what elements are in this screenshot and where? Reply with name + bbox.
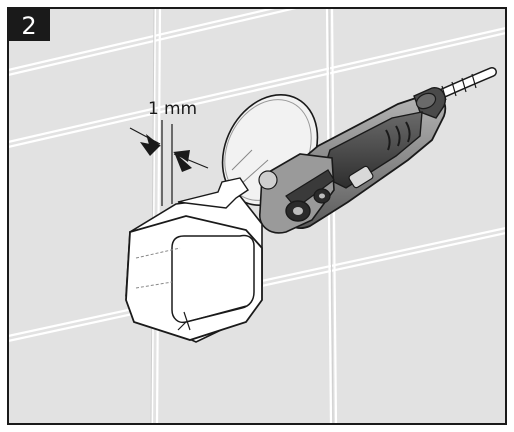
- dimension-indicator: 1 mm: [129, 99, 209, 206]
- tile-wall: [8, 8, 506, 424]
- step-number: 2: [21, 12, 36, 40]
- socket-box: [125, 177, 263, 343]
- step-badge: 2: [8, 8, 50, 41]
- dimension-value: 1: [148, 99, 159, 119]
- socket-inner: [171, 234, 255, 324]
- tile-hairlines: [150, 8, 334, 424]
- dimension-unit: mm: [164, 99, 197, 119]
- spindle: [258, 170, 278, 190]
- power-switch: [348, 165, 374, 189]
- step-badge-background: [8, 8, 50, 41]
- dimension-arrow-icon: [173, 150, 190, 162]
- socket-front: [125, 215, 263, 341]
- multi-tool-icon: [258, 87, 447, 234]
- tile-background: [8, 8, 506, 424]
- grip-ribs: [385, 121, 411, 151]
- speed-dial-icon: [415, 92, 437, 110]
- illustration-border: [7, 7, 507, 425]
